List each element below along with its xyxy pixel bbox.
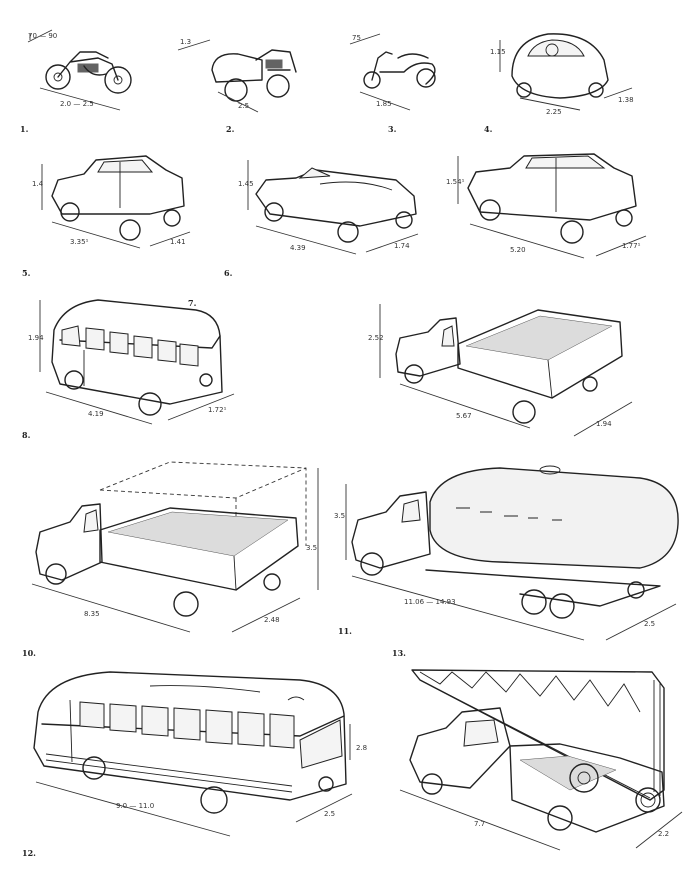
fig8-dim-width: 1.72¹ (208, 406, 227, 414)
fig1-number: 1. (20, 124, 29, 134)
fig4-bubble-car: 1.15 2.25 1.38 4. (484, 33, 634, 134)
fig10-dim-width: 2.48 (264, 616, 280, 624)
fig11-tanker-truck: 3.5 11.06 — 14.93 2.5 11. (334, 465, 679, 641)
fig8-minibus: 7. 1.94 4.19 1.72¹ 8. (22, 298, 235, 440)
fig13-number: 13. (392, 648, 406, 658)
fig6-dim-length: 4.39 (290, 244, 306, 252)
fig9-dim-height: 2.52 (368, 334, 384, 342)
fig11-dim-width: 2.5 (644, 620, 655, 628)
fig9-flatbed-truck: 2.52 5.67 1.94 (368, 304, 633, 437)
fig2-sidecar-motorcycle: 1.3 2.5 2. (177, 38, 297, 134)
fig4-dim-height: 1.15 (490, 48, 506, 56)
fig9-dim-width: 1.94 (596, 420, 612, 428)
fig9-dim-length: 5.67 (456, 412, 472, 420)
fig5-dim-length: 3.35¹ (70, 238, 89, 246)
fig13-fire-engine: 13. 7.7 2.2 (392, 648, 683, 851)
fig3-scooter: 75 1.85 3. (349, 33, 436, 134)
fig12-coach-bus: 2.8 9.0 — 11.0 2.5 12. (22, 671, 367, 858)
fig5-dim-width: 1.41 (170, 238, 186, 246)
fig10-truck-cargo: 3.5 8.35 2.48 10. (22, 461, 319, 658)
fig6-convertible: 1.45 4.39 1.74 6. (224, 160, 419, 278)
fig10-dim-height: 3.5 (306, 544, 317, 552)
large-sedan-dim-width: 1.77¹ (622, 242, 641, 250)
fig12-number: 12. (22, 848, 36, 858)
fig13-dim-width: 2.2 (658, 830, 669, 838)
fig1-motorcycle: 70 — 90 2.0 — 2.5 1. (20, 29, 132, 134)
fig3-number: 3. (388, 124, 397, 134)
fig5-sedan: 1.4 3.35¹ 1.41 5. (22, 155, 191, 278)
large-sedan-dim-length: 5.20 (510, 246, 526, 254)
fig11-number: 11. (338, 626, 352, 636)
fig3-dim-angle: 75 (352, 34, 361, 42)
fig4-dim-length: 2.25 (546, 108, 562, 116)
fig8-dim-length: 4.19 (88, 410, 104, 418)
fig12-dim-width: 2.5 (324, 810, 335, 818)
fig-large-sedan: 1.54¹ 5.20 1.77¹ (446, 153, 647, 259)
fig6-dim-height: 1.45 (238, 180, 254, 188)
fig7-number: 7. (188, 298, 197, 308)
fig1-dim-length: 2.0 — 2.5 (60, 100, 94, 108)
fig11-dim-height: 3.5 (334, 512, 345, 520)
fig4-dim-width: 1.38 (618, 96, 634, 104)
fig12-dim-length: 9.0 — 11.0 (116, 802, 154, 810)
fig6-dim-width: 1.74 (394, 242, 410, 250)
fig2-dim-length: 2.5 (238, 102, 249, 110)
large-sedan-dim-height: 1.54¹ (446, 178, 465, 186)
fig12-dim-height: 2.8 (356, 744, 367, 752)
fig3-dim-length: 1.85 (376, 100, 392, 108)
fig4-number: 4. (484, 124, 493, 134)
fig5-number: 5. (22, 268, 31, 278)
fig8-dim-height: 1.94 (28, 334, 44, 342)
fig5-dim-height: 1.4 (32, 180, 44, 188)
fig2-dim-height: 1.3 (180, 38, 191, 46)
fig10-number: 10. (22, 648, 36, 658)
fig2-number: 2. (226, 124, 235, 134)
fig6-number: 6. (224, 268, 233, 278)
fig13-dim-length: 7.7 (474, 820, 485, 828)
fig1-dim-angle: 70 — 90 (28, 32, 57, 40)
fig11-dim-length: 11.06 — 14.93 (404, 598, 456, 606)
fig10-dim-length: 8.35 (84, 610, 100, 618)
fig8-number: 8. (22, 430, 31, 440)
